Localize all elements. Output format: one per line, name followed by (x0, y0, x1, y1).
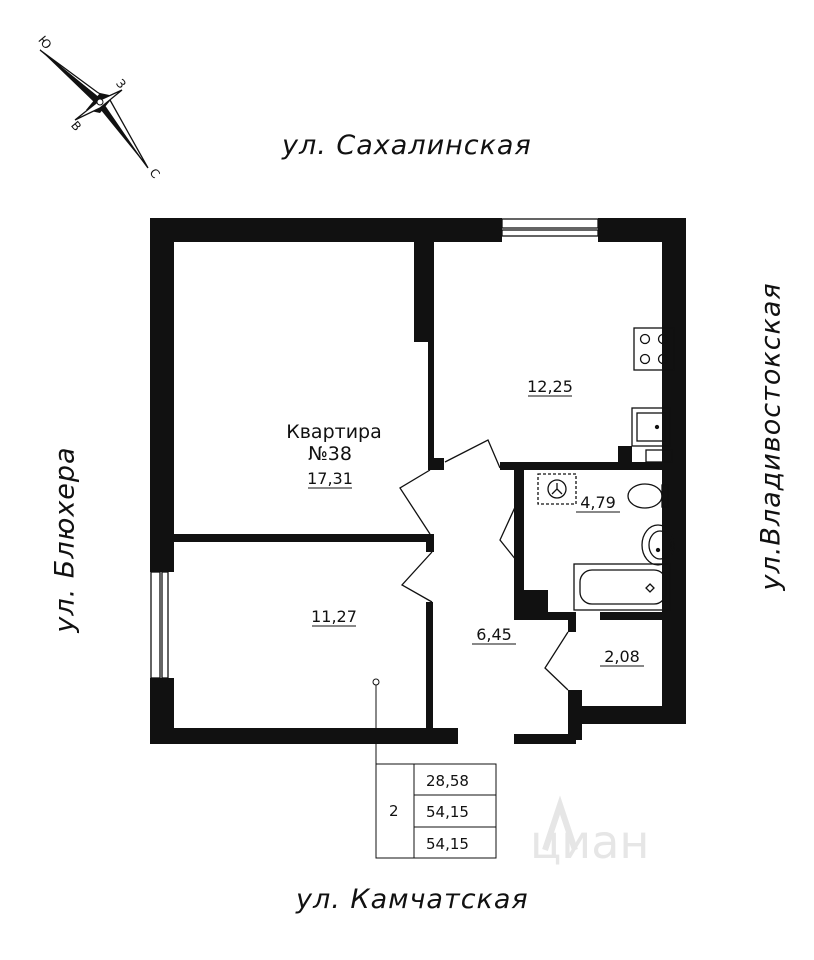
apartment-number: №38 (308, 443, 352, 465)
bathtub-icon (573, 563, 671, 611)
washing-machine-icon (537, 473, 577, 505)
area-hall: 6,45 (476, 625, 512, 644)
washbasin-icon (641, 524, 675, 566)
doors (399, 439, 569, 691)
kitchen-counter (645, 449, 673, 463)
watermark-logo (542, 795, 578, 851)
stove-icon (633, 327, 675, 371)
apartment-title: Квартира (286, 421, 382, 443)
area-bedroom: 11,27 (311, 607, 357, 626)
summary-table (375, 763, 497, 859)
area-kitchen: 12,25 (527, 377, 573, 396)
area-bathroom: 4,79 (580, 493, 616, 512)
table-total-area-2: 54,15 (426, 835, 469, 853)
area-storage: 2,08 (604, 647, 640, 666)
compass-north: С (147, 166, 163, 181)
toilet-icon (627, 483, 669, 509)
interior-walls (174, 218, 662, 730)
compass-rose: Ю С З В (35, 33, 162, 181)
street-bottom: ул. Камчатская (296, 884, 529, 915)
leader-point (372, 678, 380, 686)
table-total-area: 54,15 (426, 803, 469, 821)
compass-east: В (68, 118, 84, 133)
area-living-room: 17,31 (307, 469, 353, 488)
kitchen-sink-icon (631, 407, 671, 447)
compass-south: Ю (35, 33, 54, 52)
compass-west: З (113, 76, 129, 91)
street-top: ул. Сахалинская (282, 130, 532, 161)
table-living-area: 28,58 (426, 772, 469, 790)
table-rooms-count: 2 (389, 802, 399, 820)
